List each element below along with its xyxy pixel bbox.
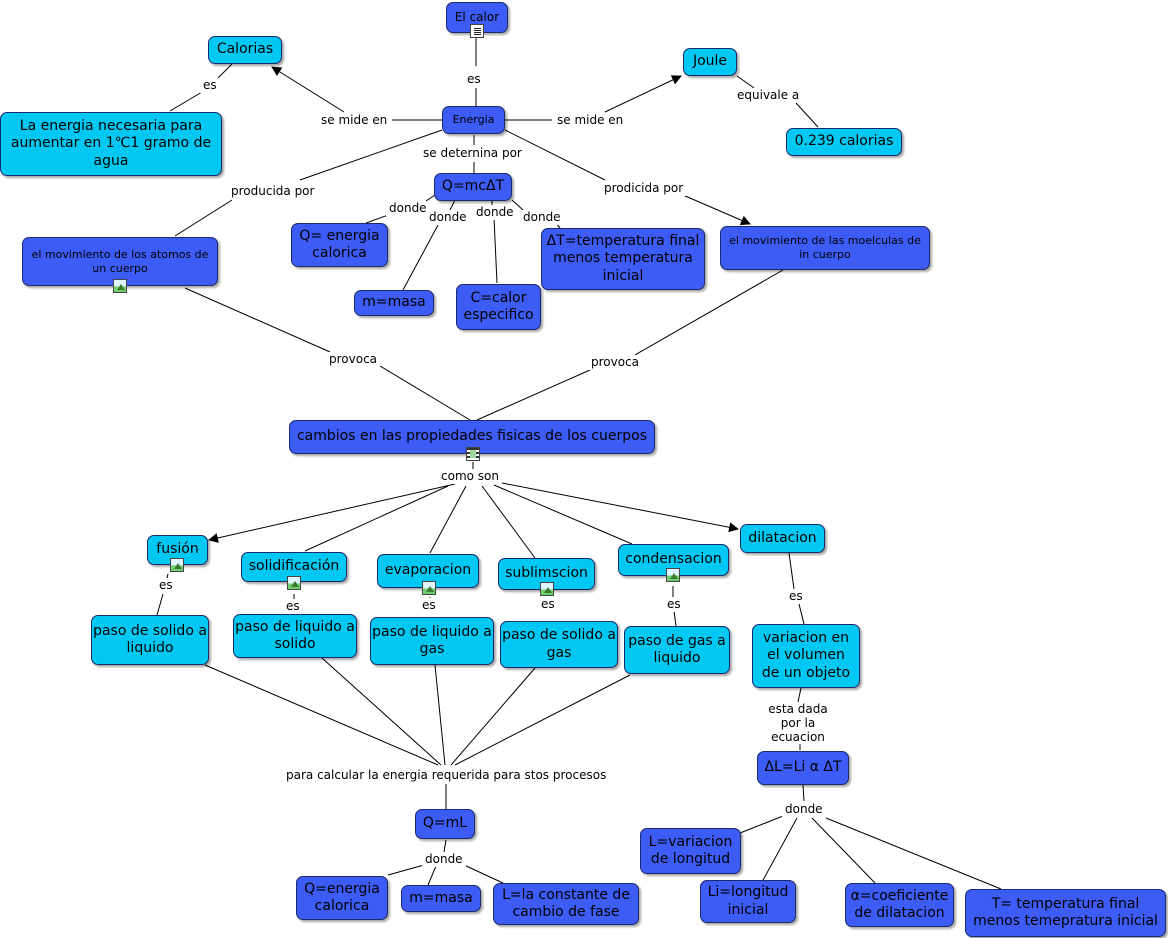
node-formula-ql[interactable]: Q=mL: [415, 809, 475, 839]
image-icon[interactable]: [422, 581, 436, 595]
node-q-energia-calorica-2[interactable]: Q=energia calorica: [296, 876, 388, 920]
link-label-donde: donde: [386, 201, 430, 216]
image-icon[interactable]: [113, 279, 127, 293]
link-label-es: es: [538, 597, 558, 612]
node-l-constante[interactable]: L=la constante de cambio de fase: [493, 883, 639, 925]
link-label-donde: donde: [782, 802, 826, 817]
node-liquido-gas[interactable]: paso de liquido a gas: [370, 617, 494, 665]
node-liquido-solido[interactable]: paso de liquido a solido: [233, 614, 357, 658]
image-icon[interactable]: [170, 558, 184, 572]
node-delta-t[interactable]: ΔT=temperatura final menos temperatura i…: [541, 228, 705, 290]
link-label-se-mide-en: se mide en: [318, 113, 391, 128]
link-label-donde: donde: [473, 205, 517, 220]
video-icon[interactable]: [466, 447, 480, 461]
link-label-provoca: provoca: [326, 352, 381, 367]
node-mov-atomos[interactable]: el movimiento de los atomos de un cuerpo: [22, 237, 218, 286]
node-joule[interactable]: Joule: [683, 48, 737, 76]
node-gas-liquido[interactable]: paso de gas a liquido: [624, 626, 730, 674]
link-label-equivale-a: equivale a: [734, 88, 803, 103]
link-label-es: es: [664, 597, 684, 612]
image-icon[interactable]: [540, 582, 554, 596]
node-variacion-volumen[interactable]: variacion en el volumen de un objeto: [752, 624, 860, 688]
node-m-masa-2[interactable]: m=masa: [401, 885, 481, 912]
link-label-es: es: [419, 598, 439, 613]
node-dilatacion[interactable]: dilatacion: [740, 524, 825, 553]
link-label-prodicida-por: prodicida por: [601, 181, 687, 196]
link-label-se-mide-en: se mide en: [554, 113, 627, 128]
node-formula-dl[interactable]: ΔL=Li α ΔT: [757, 751, 849, 785]
link-label-es: es: [786, 589, 806, 604]
image-icon[interactable]: [666, 568, 680, 582]
document-icon[interactable]: [470, 24, 484, 38]
link-label-es: es: [156, 578, 176, 593]
link-label-donde: donde: [520, 210, 564, 225]
node-li-longitud[interactable]: Li=longitud inicial: [700, 880, 796, 923]
link-label-donde: donde: [426, 210, 470, 225]
link-label-producida-por: producida por: [228, 184, 318, 199]
node-formula-q[interactable]: Q=mcΔT: [434, 173, 512, 201]
link-label-es: es: [200, 78, 220, 93]
node-calorias[interactable]: Calorias: [208, 36, 282, 64]
node-l-variacion[interactable]: L=variacion de longitud: [640, 828, 741, 874]
link-label-se-determina-por: se deternina por: [420, 146, 525, 161]
link-label-para-calcular: para calcular la energia requerida para …: [283, 768, 610, 783]
node-def-caloria[interactable]: La energia necesaria para aumentar en 1℃…: [0, 112, 222, 176]
node-q-energia-calorica[interactable]: Q= energia calorica: [291, 223, 388, 267]
link-label-es: es: [464, 72, 484, 87]
link-label-es: es: [283, 599, 303, 614]
link-label-donde: donde: [422, 852, 466, 867]
node-energia[interactable]: Energia: [442, 106, 505, 134]
image-icon[interactable]: [287, 576, 301, 590]
node-solido-gas[interactable]: paso de solido a gas: [500, 621, 618, 668]
node-alpha-coef[interactable]: α=coeficiente de dilatacion: [845, 883, 954, 927]
node-mov-moleculas[interactable]: el movimiento de las moelculas de in cue…: [720, 226, 930, 270]
node-equiv-joule[interactable]: 0.239 calorias: [786, 128, 902, 156]
link-label-como-son: como son: [438, 469, 502, 484]
node-t-temperatura[interactable]: T= temperatura final menos temepratura i…: [965, 889, 1166, 937]
link-label-esta-dada-por: esta dada por la ecuacion: [754, 702, 842, 744]
node-solido-liquido[interactable]: paso de solido a liquido: [91, 615, 209, 665]
node-c-calor-especifico[interactable]: C=calor especifico: [456, 284, 541, 330]
node-m-masa[interactable]: m=masa: [354, 290, 434, 316]
link-label-provoca: provoca: [588, 355, 643, 370]
